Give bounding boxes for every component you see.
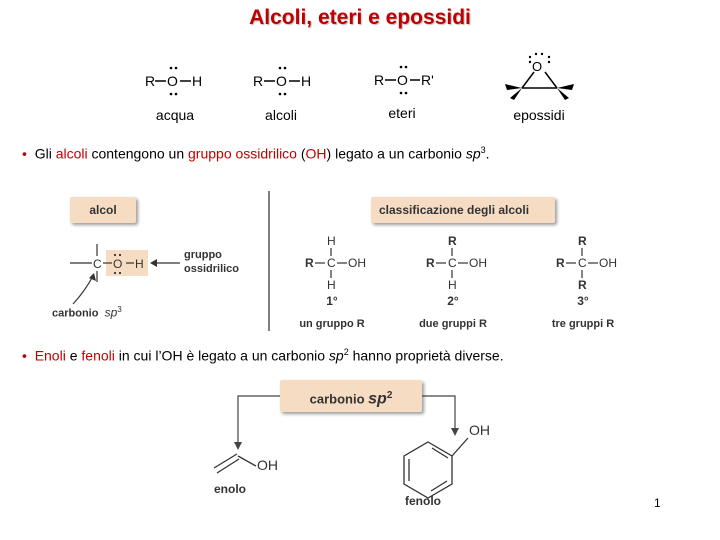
primary-degree: 1° <box>326 294 338 308</box>
label-acqua: acqua <box>155 107 195 123</box>
generic-h: H <box>135 257 144 271</box>
secondary-caption: due gruppi R <box>419 318 487 330</box>
page-title: Alcoli, eteri e epossidi <box>249 6 471 29</box>
enol-phenol-figure: OH OH <box>213 395 490 499</box>
svg-text:R: R <box>556 256 565 270</box>
label-epossidi: epossidi <box>513 107 565 123</box>
generic-o: O <box>113 257 122 271</box>
carbonio-sp2-box: carbonio sp2 <box>280 380 422 412</box>
water-r: R <box>145 73 155 89</box>
classification-box: classificazione degli alcoli <box>371 197 555 223</box>
svg-text:R: R <box>578 278 587 292</box>
ether-o: O <box>397 72 408 88</box>
svg-text:C: C <box>327 256 336 270</box>
tertiary-caption: tre gruppi R <box>551 318 615 330</box>
svg-text:R: R <box>426 256 435 270</box>
secondary-alcohol: R R C OH H <box>426 234 487 292</box>
tertiary-degree: 3° <box>577 294 589 308</box>
epoxide-structure: O <box>505 52 574 100</box>
svg-text:H: H <box>327 234 336 248</box>
phenol-oh: OH <box>469 422 490 438</box>
alcohol-structure: R O H <box>253 66 311 96</box>
svg-text:R: R <box>305 256 314 270</box>
tertiary-alcohol: R R C OH R <box>556 234 617 292</box>
ether-r2: R' <box>421 72 434 88</box>
primary-alcohol: H R C OH H <box>305 234 366 292</box>
water-o: O <box>167 73 178 89</box>
svg-text:OH: OH <box>469 256 487 270</box>
alcohol-r: R <box>253 73 263 89</box>
enolo-label: enolo <box>214 482 246 496</box>
epoxide-o: O <box>532 59 542 74</box>
ether-r: R <box>374 72 384 88</box>
primary-caption: un gruppo R <box>299 318 365 330</box>
generic-c: C <box>93 257 102 271</box>
enol-structure: OH <box>213 453 278 474</box>
alcohol-classification-figure: C O H H R C OH H R R C OH H R R C <box>70 191 617 331</box>
ether-structure: R O R' <box>374 65 434 95</box>
alcohol-h: H <box>301 73 311 89</box>
phenol-structure: OH <box>403 422 490 499</box>
bullet-enoli-fenoli: • Enoli e fenoli in cui l’OH è legato a … <box>22 347 504 364</box>
svg-text:OH: OH <box>348 256 366 270</box>
structures-row: R O H R O H R O R' O <box>145 52 574 100</box>
svg-text:R: R <box>448 234 457 248</box>
water-structure: R O H <box>145 66 202 96</box>
svg-text:C: C <box>448 256 457 270</box>
bullet-alcoli: • Gli alcoli contengono un gruppo ossidr… <box>22 145 490 162</box>
page-number: 1 <box>654 496 661 510</box>
label-alcoli: alcoli <box>265 107 297 123</box>
water-h: H <box>192 73 202 89</box>
carbonio-sp3-label: carbonio sp3 <box>52 305 122 320</box>
label-eteri: eteri <box>388 105 416 121</box>
svg-text:R: R <box>578 234 587 248</box>
svg-text:H: H <box>448 278 457 292</box>
alcohol-o: O <box>276 73 287 89</box>
svg-text:H: H <box>327 278 336 292</box>
bullet-dot-2: • <box>22 347 27 364</box>
fenolo-label: fenolo <box>405 494 441 508</box>
bullet-dot: • <box>22 145 27 162</box>
svg-text:C: C <box>578 256 587 270</box>
secondary-degree: 2° <box>447 294 459 308</box>
svg-text:OH: OH <box>599 256 617 270</box>
enol-oh: OH <box>257 457 278 473</box>
alcol-box: alcol <box>70 197 136 223</box>
